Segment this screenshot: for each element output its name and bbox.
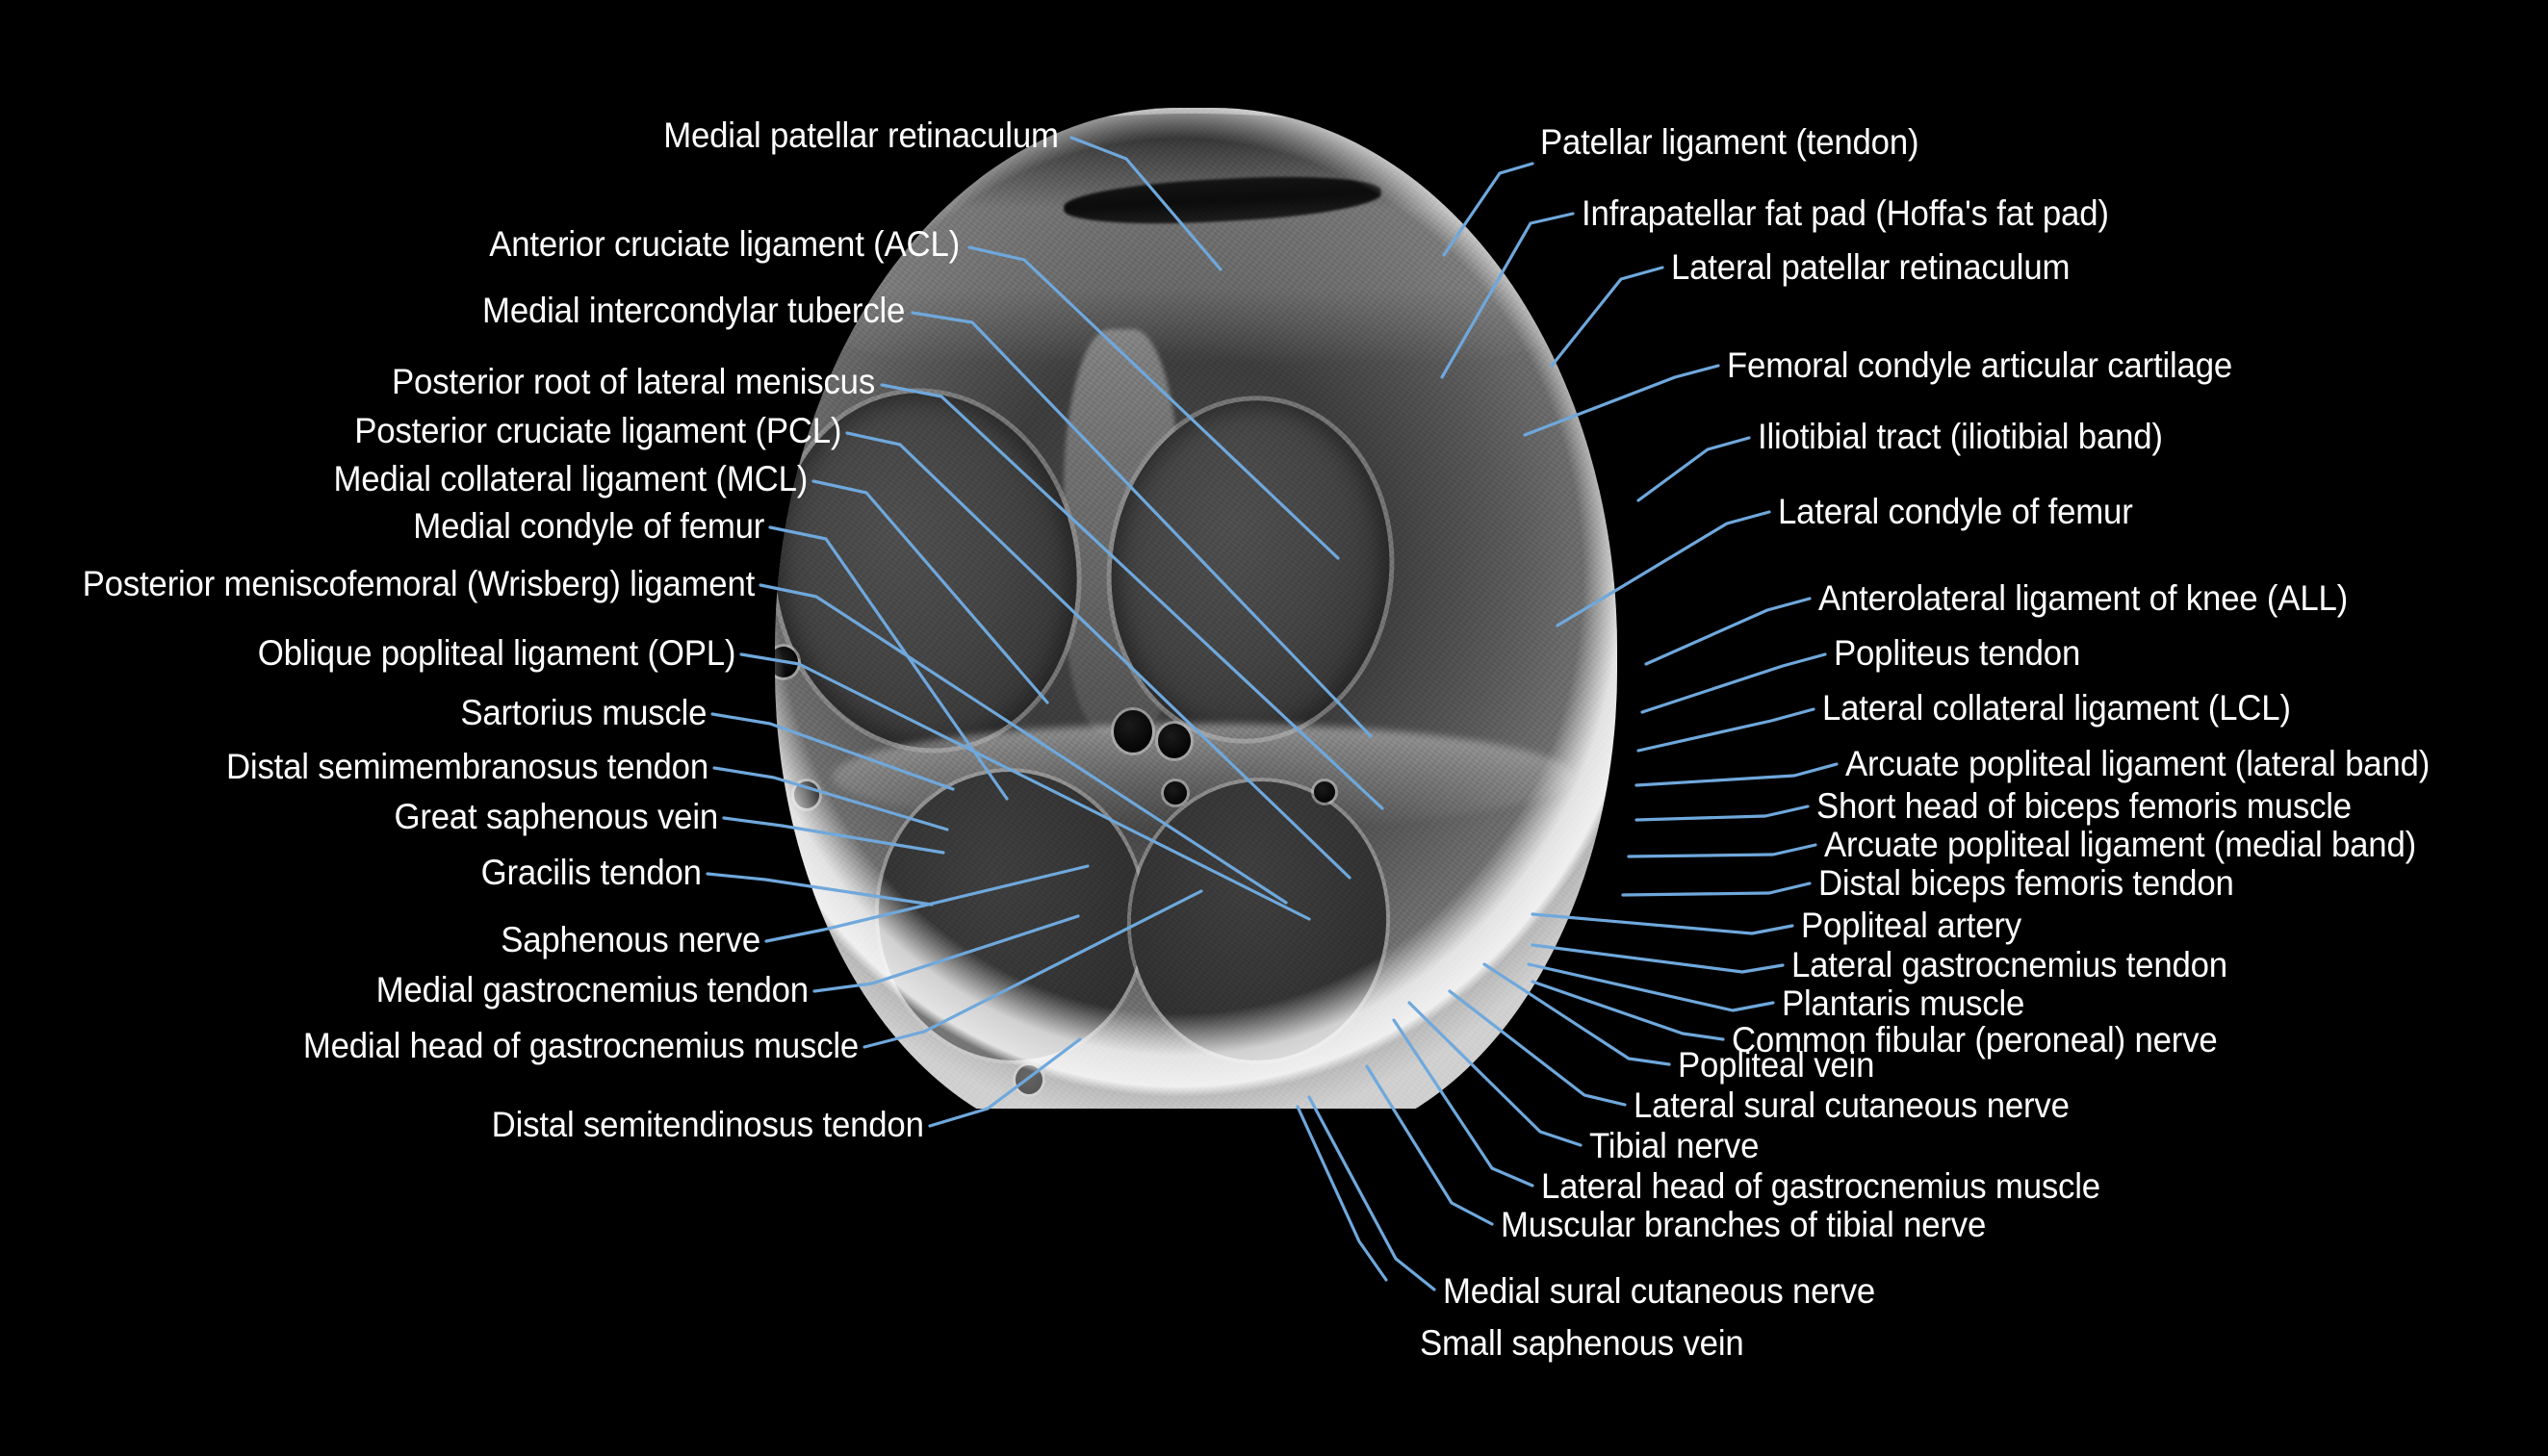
- label-medial-sural-cutaneous-nerve: Medial sural cutaneous nerve: [1443, 1271, 1876, 1311]
- label-popliteal-artery: Popliteal artery: [1801, 906, 2021, 945]
- label-popliteus-tendon: Popliteus tendon: [1834, 633, 2081, 673]
- label-short-head-of-biceps-femoris-muscle: Short head of biceps femoris muscle: [1816, 786, 2352, 826]
- label-saphenous-nerve: Saphenous nerve: [501, 920, 760, 959]
- label-small-saphenous-vein: Small saphenous vein: [1420, 1323, 1744, 1363]
- leader-iliotibial-tract: [1636, 436, 1751, 502]
- label-lateral-collateral-ligament: Lateral collateral ligament (LCL): [1822, 688, 2291, 728]
- label-oblique-popliteal-ligament: Oblique popliteal ligament (OPL): [257, 633, 735, 673]
- label-plantaris-muscle: Plantaris muscle: [1782, 983, 2025, 1023]
- label-arcuate-popliteal-ligament-medial-band: Arcuate popliteal ligament (medial band): [1824, 825, 2417, 864]
- leader-short-head-biceps: [1634, 805, 1810, 822]
- label-lateral-patellar-retinaculum: Lateral patellar retinaculum: [1671, 247, 2071, 287]
- label-muscular-branches-of-tibial-nerve: Muscular branches of tibial nerve: [1501, 1205, 1987, 1244]
- label-common-fibular-nerve: Common fibular (peroneal) nerve: [1732, 1020, 2218, 1060]
- label-lateral-condyle-of-femur: Lateral condyle of femur: [1778, 492, 2133, 531]
- label-medial-head-of-gastrocnemius-muscle: Medial head of gastrocnemius muscle: [302, 1026, 859, 1065]
- label-lateral-head-of-gastrocnemius-muscle: Lateral head of gastrocnemius muscle: [1541, 1166, 2100, 1206]
- label-anterolateral-ligament: Anterolateral ligament of knee (ALL): [1818, 578, 2349, 618]
- label-distal-semitendinosus-tendon: Distal semitendinosus tendon: [491, 1105, 924, 1144]
- label-infrapatellar-fat-pad: Infrapatellar fat pad (Hoffa's fat pad): [1582, 193, 2109, 233]
- label-tibial-nerve: Tibial nerve: [1589, 1126, 1760, 1165]
- label-sartorius-muscle: Sartorius muscle: [459, 693, 707, 732]
- label-medial-intercondylar-tubercle: Medial intercondylar tubercle: [481, 291, 905, 330]
- label-iliotibial-tract: Iliotibial tract (iliotibial band): [1758, 417, 2163, 456]
- leader-distal-biceps-tendon: [1621, 881, 1812, 897]
- label-posterior-root-lateral-meniscus: Posterior root of lateral meniscus: [391, 362, 875, 401]
- label-distal-biceps-femoris-tendon: Distal biceps femoris tendon: [1818, 863, 2234, 903]
- label-popliteal-vein: Popliteal vein: [1678, 1045, 1875, 1085]
- label-femoral-condyle-articular-cartilage: Femoral condyle articular cartilage: [1727, 345, 2233, 385]
- label-lateral-sural-cutaneous-nerve: Lateral sural cutaneous nerve: [1634, 1086, 2070, 1125]
- label-medial-collateral-ligament: Medial collateral ligament (MCL): [333, 459, 808, 498]
- label-great-saphenous-vein: Great saphenous vein: [394, 797, 718, 836]
- leader-lcl: [1636, 707, 1815, 753]
- label-patellar-ligament: Patellar ligament (tendon): [1540, 122, 1919, 162]
- leader-all: [1644, 597, 1812, 666]
- label-gracilis-tendon: Gracilis tendon: [480, 853, 702, 892]
- label-medial-gastrocnemius-tendon: Medial gastrocnemius tendon: [375, 970, 809, 1009]
- label-posterior-cruciate-ligament: Posterior cruciate ligament (PCL): [353, 411, 841, 450]
- leader-arcuate-medial-band: [1627, 843, 1817, 858]
- label-anterior-cruciate-ligament: Anterior cruciate ligament (ACL): [489, 224, 960, 264]
- label-distal-semimembranosus-tendon: Distal semimembranosus tendon: [225, 747, 708, 786]
- leader-arcuate-lateral-band: [1634, 762, 1839, 787]
- leader-popliteus-tendon: [1640, 652, 1827, 714]
- label-arcuate-popliteal-ligament-lateral-band: Arcuate popliteal ligament (lateral band…: [1845, 744, 2431, 783]
- label-medial-patellar-retinaculum: Medial patellar retinaculum: [663, 115, 1059, 155]
- label-lateral-gastrocnemius-tendon: Lateral gastrocnemius tendon: [1791, 945, 2227, 984]
- label-medial-condyle-of-femur: Medial condyle of femur: [413, 506, 764, 546]
- label-posterior-meniscofemoral-ligament: Posterior meniscofemoral (Wrisberg) liga…: [82, 564, 755, 603]
